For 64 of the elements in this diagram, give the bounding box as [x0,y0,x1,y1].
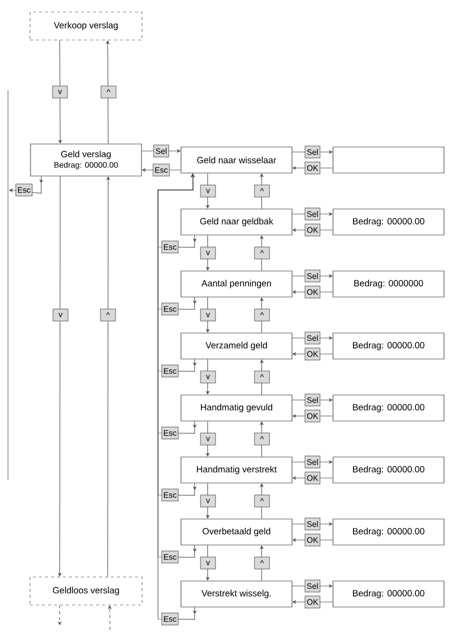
key-label: OK [304,410,320,422]
key-label: v [200,556,216,570]
key-label: ^ [254,556,270,570]
screen-box: Bedrag: 00000.00 [332,208,444,236]
screen-box: Bedrag: 00000.00 [332,394,444,422]
screen-box: Verzameld geld [180,332,292,360]
dashed-screen-box: Verkoop verslag [30,12,142,40]
screen-box: Bedrag: 00000.00 [332,456,444,484]
key-label: v [52,308,68,322]
empty-display-box [332,146,444,174]
key-label: v [200,432,216,446]
key-label: v [200,494,216,508]
key-label: Sel [304,208,320,220]
key-label: OK [304,286,320,298]
key-label: Sel [304,332,320,344]
screen-box: Overbetaald geld [180,518,292,546]
key-label: Sel [304,394,320,406]
key-label: Esc [162,240,178,254]
key-label: Esc [16,184,32,196]
key-label: Esc [162,302,178,316]
screen-box: Handmatig verstrekt [180,456,292,484]
screen-box: Bedrag: 00000.00 [332,518,444,546]
screen-box: Handmatig gevuld [180,394,292,422]
arrow [9,176,44,194]
key-label: ^ [254,432,270,446]
key-label: Sel [304,518,320,530]
screen-box: Geld naar geldbak [180,208,292,236]
key-label: OK [304,472,320,484]
key-label: Sel [304,580,320,592]
key-label: Esc [152,164,170,176]
key-label: v [200,308,216,322]
key-label: Esc [162,426,178,440]
key-label: ^ [254,184,270,198]
key-label: ^ [254,308,270,322]
key-label: Esc [162,612,178,626]
key-label: OK [304,534,320,546]
key-label: Sel [304,456,320,468]
key-label: Esc [162,488,178,502]
dashed-screen-box: Geldloos verslag [30,576,142,606]
key-label: OK [304,162,320,174]
key-label: ^ [254,494,270,508]
screen-box: Geld verslag Bedrag: 00000.00 [30,144,142,176]
key-label: Sel [154,144,169,158]
key-label: OK [304,348,320,360]
screen-box: Geld naar wisselaar [180,146,292,174]
key-label: v [200,370,216,384]
key-label: v [52,86,68,98]
key-label: Esc [162,550,178,564]
screen-box: Verstrekt wisselg. [180,580,292,608]
key-label: v [200,184,216,198]
key-label: OK [304,224,320,236]
key-label: Sel [304,270,320,282]
key-label: ^ [100,308,116,322]
screen-box: Aantal penningen [180,270,292,298]
screen-box: Bedrag: 00000.00 [332,580,444,608]
screen-box: Bedrag: 00000.00 [332,332,444,360]
screen-box: Bedrag: 0000000 [332,270,444,298]
key-label: OK [304,596,320,608]
key-label: ^ [254,246,270,260]
key-label: ^ [254,370,270,384]
key-label: ^ [100,86,116,98]
key-label: Esc [162,364,178,378]
key-label: v [200,246,216,260]
key-label: Sel [304,146,320,158]
